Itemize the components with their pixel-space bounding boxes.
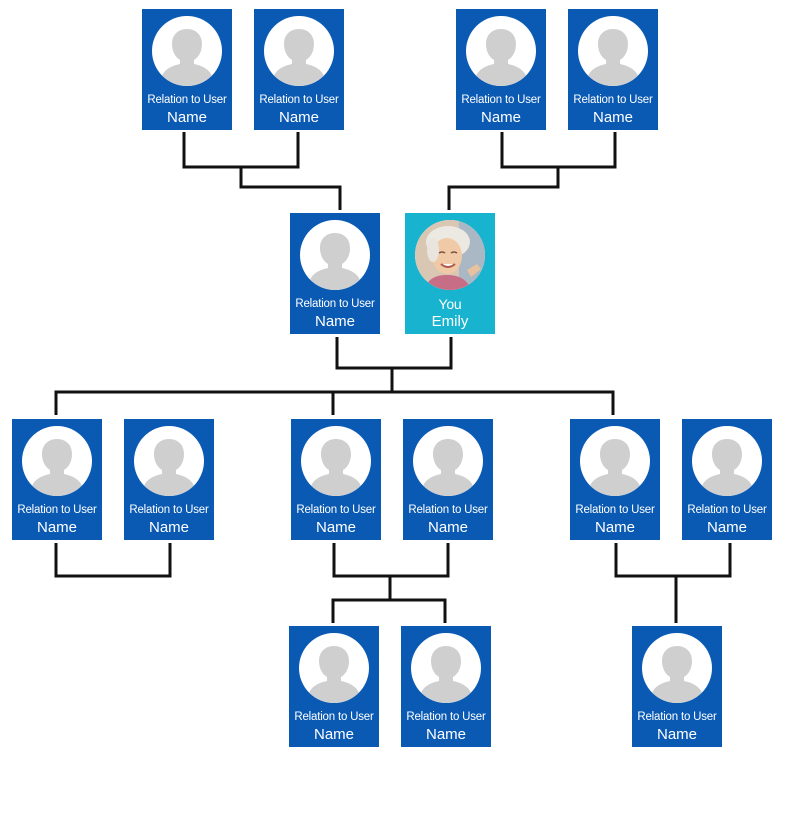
person-silhouette-icon: [272, 29, 326, 86]
avatar: [413, 426, 483, 496]
person-silhouette-icon: [588, 439, 642, 496]
person-silhouette-icon: [650, 646, 704, 703]
person-name: Name: [36, 519, 77, 536]
avatar: [152, 16, 222, 86]
avatar: [299, 633, 369, 703]
person-name: Name: [425, 726, 466, 743]
person-silhouette-icon: [142, 439, 196, 496]
relation-label: Relation to User: [406, 711, 486, 723]
avatar: [300, 220, 370, 290]
person-name: Name: [313, 726, 354, 743]
connector-grandparents-right: [500, 132, 617, 169]
avatar: [580, 426, 650, 496]
person-name: Name: [480, 109, 521, 126]
person-card-child3[interactable]: Relation to User Name: [570, 419, 660, 540]
relation-label: Relation to User: [687, 504, 767, 516]
relation-label: Relation to User: [573, 94, 653, 106]
person-card-gp4[interactable]: Relation to User Name: [568, 9, 658, 130]
person-card-grandchild2[interactable]: Relation to User Name: [401, 626, 491, 747]
person-card-grandchild1[interactable]: Relation to User Name: [289, 626, 379, 747]
person-card-child1-spouse[interactable]: Relation to User Name: [124, 419, 214, 540]
relation-label: Relation to User: [408, 504, 488, 516]
person-card-child3-spouse[interactable]: Relation to User Name: [682, 419, 772, 540]
connector-child2-pair: [332, 543, 450, 578]
relation-label: Relation to User: [296, 504, 376, 516]
connector-couple: [335, 337, 453, 370]
connector-grandparents-right-down: [447, 167, 560, 210]
avatar: [264, 16, 334, 86]
connector-child1-pair: [54, 543, 172, 578]
connector-child3-pair: [614, 543, 732, 578]
avatar: [466, 16, 536, 86]
person-silhouette-icon: [309, 439, 363, 496]
relation-label: Relation to User: [461, 94, 541, 106]
person-name: Name: [594, 519, 635, 536]
relation-label: Relation to User: [259, 94, 339, 106]
person-silhouette-icon: [586, 29, 640, 86]
person-silhouette-icon: [419, 646, 473, 703]
avatar: [301, 426, 371, 496]
relation-label: Relation to User: [147, 94, 227, 106]
relation-label: Relation to User: [295, 298, 375, 310]
relation-label: Relation to User: [129, 504, 209, 516]
person-name: Name: [278, 109, 319, 126]
person-silhouette-icon: [30, 439, 84, 496]
connector-grandchildren-bus: [331, 598, 447, 623]
connector-grandparents-left: [182, 132, 300, 169]
person-name: Name: [656, 726, 697, 743]
user-photo: [415, 220, 485, 290]
relation-label: Relation to User: [637, 711, 717, 723]
person-card-child1[interactable]: Relation to User Name: [12, 419, 102, 540]
avatar: [642, 633, 712, 703]
person-silhouette-icon: [308, 233, 362, 290]
person-name: Name: [166, 109, 207, 126]
person-name: Name: [148, 519, 189, 536]
relation-label: Relation to User: [294, 711, 374, 723]
avatar: [692, 426, 762, 496]
relation-label: You: [438, 296, 462, 312]
person-card-child2-spouse[interactable]: Relation to User Name: [403, 419, 493, 540]
connector-grandparents-left-down: [239, 167, 342, 210]
avatar: [411, 633, 481, 703]
person-silhouette-icon: [307, 646, 361, 703]
person-card-gp2[interactable]: Relation to User Name: [254, 9, 344, 130]
avatar: [22, 426, 92, 496]
user-photo-icon: [415, 220, 485, 290]
person-card-you[interactable]: You Emily: [405, 213, 495, 334]
person-name: Name: [427, 519, 468, 536]
person-name: Name: [315, 519, 356, 536]
person-silhouette-icon: [160, 29, 214, 86]
person-card-gp3[interactable]: Relation to User Name: [456, 9, 546, 130]
person-silhouette-icon: [700, 439, 754, 496]
relation-label: Relation to User: [17, 504, 97, 516]
person-card-gp1[interactable]: Relation to User Name: [142, 9, 232, 130]
person-silhouette-icon: [474, 29, 528, 86]
avatar: [134, 426, 204, 496]
person-name: Name: [592, 109, 633, 126]
person-card-spouse[interactable]: Relation to User Name: [290, 213, 380, 334]
relation-label: Relation to User: [575, 504, 655, 516]
person-card-grandchild3[interactable]: Relation to User Name: [632, 626, 722, 747]
person-name: Name: [314, 313, 355, 330]
person-name: Name: [706, 519, 747, 536]
person-name: Emily: [431, 313, 469, 330]
person-card-child2[interactable]: Relation to User Name: [291, 419, 381, 540]
person-silhouette-icon: [421, 439, 475, 496]
avatar: [578, 16, 648, 86]
